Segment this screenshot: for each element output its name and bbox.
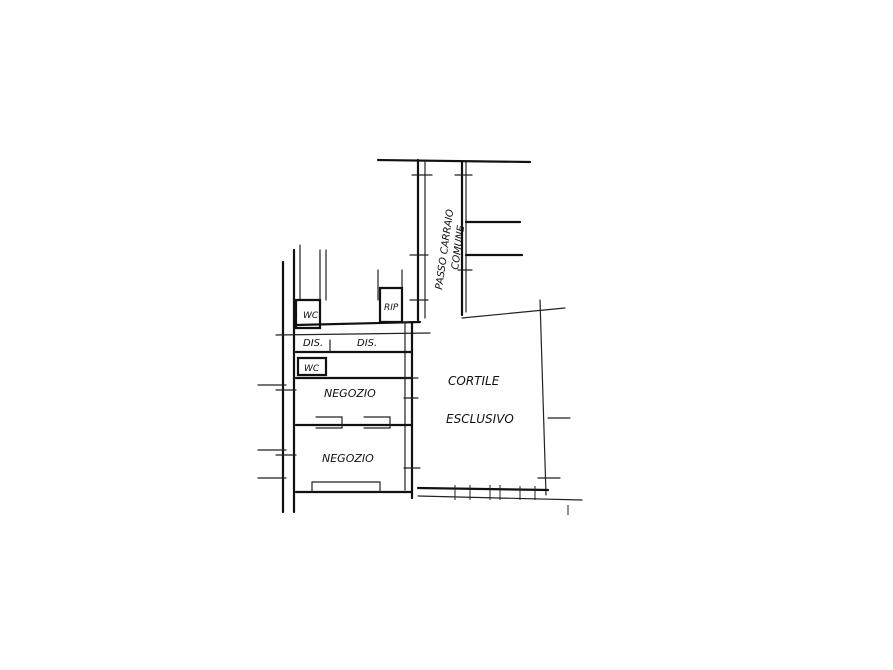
- label-rip: RIP: [384, 303, 399, 313]
- label-cortile: CORTILE: [448, 374, 500, 388]
- building-walls: [257, 244, 431, 514]
- label-dis-left: DIS.: [303, 338, 323, 349]
- passage-walls: [376, 158, 532, 322]
- label-negozio-lower: NEGOZIO: [322, 452, 374, 465]
- label-esclusivo: ESCLUSIVO: [446, 412, 514, 426]
- label-negozio-upper: NEGOZIO: [324, 387, 376, 400]
- courtyard-walls: [416, 299, 583, 515]
- label-dis-right: DIS.: [357, 338, 377, 349]
- label-wc-mid: WC: [304, 364, 320, 374]
- label-wc-top: WC: [303, 311, 319, 321]
